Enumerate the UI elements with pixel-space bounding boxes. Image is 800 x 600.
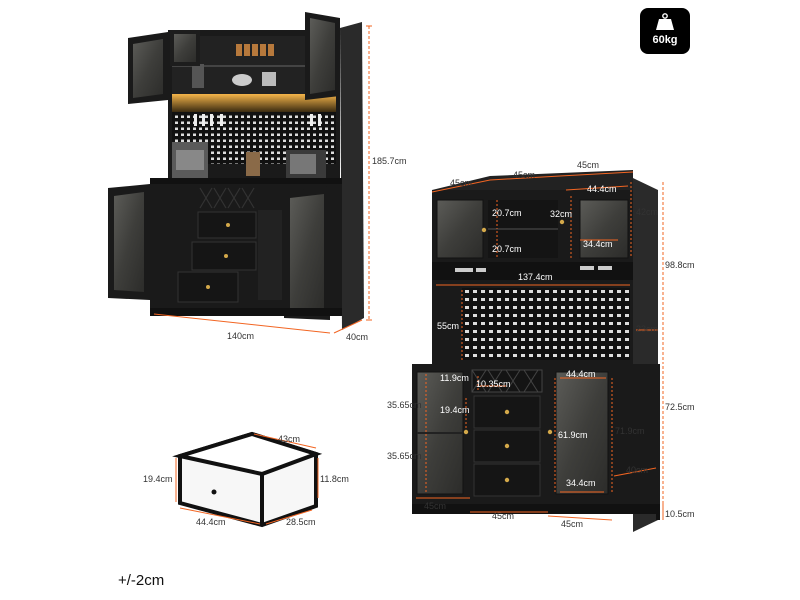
drawer-inner-height-label: 11.8cm xyxy=(320,474,349,484)
wine-width-label: 10.35cm xyxy=(476,379,511,389)
hutch-depth-label: 23cm xyxy=(636,324,659,334)
top-inner-small-label: 34.4cm xyxy=(583,239,613,249)
right-inner-small-label: 34.4cm xyxy=(566,478,596,488)
bottom-width-3-label: 45cm xyxy=(561,519,584,529)
right-inner-height-label: 61.9cm xyxy=(558,430,588,440)
hutch-width-label: 137.4cm xyxy=(518,272,553,282)
top-height-label: 42cm xyxy=(636,207,659,217)
left-cab-height-2-label: 35.65cm xyxy=(387,451,422,461)
bottom-width-2-label: 45cm xyxy=(492,511,515,521)
drawer-depth-label: 28.5cm xyxy=(286,517,316,527)
leg-height-label: 10.5cm xyxy=(665,509,695,519)
front-dimension-lines xyxy=(416,171,664,521)
right-door-height-label: 71.9cm xyxy=(615,426,645,436)
tolerance-note: +/-2cm xyxy=(118,572,165,589)
top-door-height-label: 32cm xyxy=(550,209,573,219)
drawer-width-label: 44.4cm xyxy=(196,517,226,527)
depth-label: 40cm xyxy=(346,332,369,342)
base-height-label: 72.5cm xyxy=(665,402,695,412)
hutch-open-height-label: 55cm xyxy=(437,321,460,331)
top-shelf-height-2-label: 20.7cm xyxy=(492,244,522,254)
top-width-3-label: 45cm xyxy=(577,160,600,170)
total-width-label: 140cm xyxy=(227,331,255,341)
top-inner-width-label: 44.4cm xyxy=(587,184,617,194)
cabinet-perspective-view xyxy=(108,12,364,330)
left-cab-height-1-label: 35.65cm xyxy=(387,400,422,410)
perspective-dimension-lines xyxy=(153,25,372,334)
top-shelf-height-1-label: 20.7cm xyxy=(492,208,522,218)
hutch-height-label: 98.8cm xyxy=(665,260,695,270)
drawer-detail-view xyxy=(172,431,323,528)
top-width-1-label: 45cm xyxy=(450,178,473,188)
cabinet-front-view xyxy=(412,170,660,532)
wine-height-label: 11.9cm xyxy=(440,373,469,383)
bottom-width-1-label: 45cm xyxy=(424,501,447,511)
top-width-2-label: 45cm xyxy=(513,170,536,180)
weight-badge: 60kg xyxy=(640,8,690,54)
weight-label: 60kg xyxy=(652,34,678,46)
drawer-height-label: 19.4cm xyxy=(143,474,173,484)
total-height-label: 185.7cm xyxy=(372,156,407,166)
base-depth-label: 40cm xyxy=(626,465,649,475)
drawer-depth-top-label: 43cm xyxy=(278,434,301,444)
drawer-face-height-label: 19.4cm xyxy=(440,405,470,415)
weight-icon xyxy=(656,13,674,30)
right-inner-width-label: 44.4cm xyxy=(566,369,596,379)
